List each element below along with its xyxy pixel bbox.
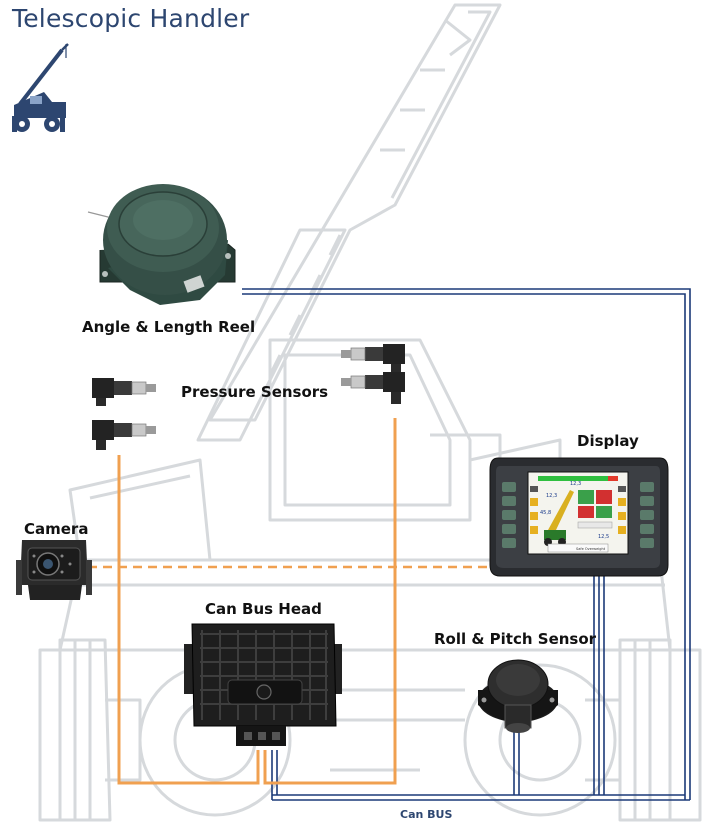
camera-label: Camera <box>24 520 89 538</box>
display-readout: 45,8 <box>540 510 551 516</box>
canbus-head-icon <box>184 623 342 746</box>
reel-sensor-icon <box>87 184 236 305</box>
canbus-head-label: Can Bus Head <box>205 600 322 618</box>
pressure-sensor-icon <box>92 344 405 450</box>
roll-pitch-label: Roll & Pitch Sensor <box>434 630 597 648</box>
display-footer-text: Safe Overweight <box>576 547 606 551</box>
display-unit-icon <box>489 457 669 577</box>
pressure-sensor-lines <box>117 418 397 785</box>
diagram-title: Telescopic Handler <box>12 4 250 33</box>
display-readout: 12,5 <box>598 534 609 540</box>
roll-pitch-sensor-icon <box>478 659 558 733</box>
machine-outline-background <box>38 3 702 822</box>
display-label: Display <box>577 432 639 450</box>
display-readout: 12,3 <box>570 481 581 487</box>
pressure-sensors-label: Pressure Sensors <box>181 383 329 401</box>
display-readout: 12,3 <box>546 493 557 499</box>
can-bus-label: Can BUS <box>400 808 453 821</box>
camera-icon <box>16 540 92 600</box>
telehandler-icon <box>12 43 69 132</box>
can-bus-lines <box>242 288 691 801</box>
display-screen-readouts: 12,3 12,3 12,5 45,8 Safe Overweight <box>540 481 609 551</box>
reel-label: Angle & Length Reel <box>82 318 256 336</box>
